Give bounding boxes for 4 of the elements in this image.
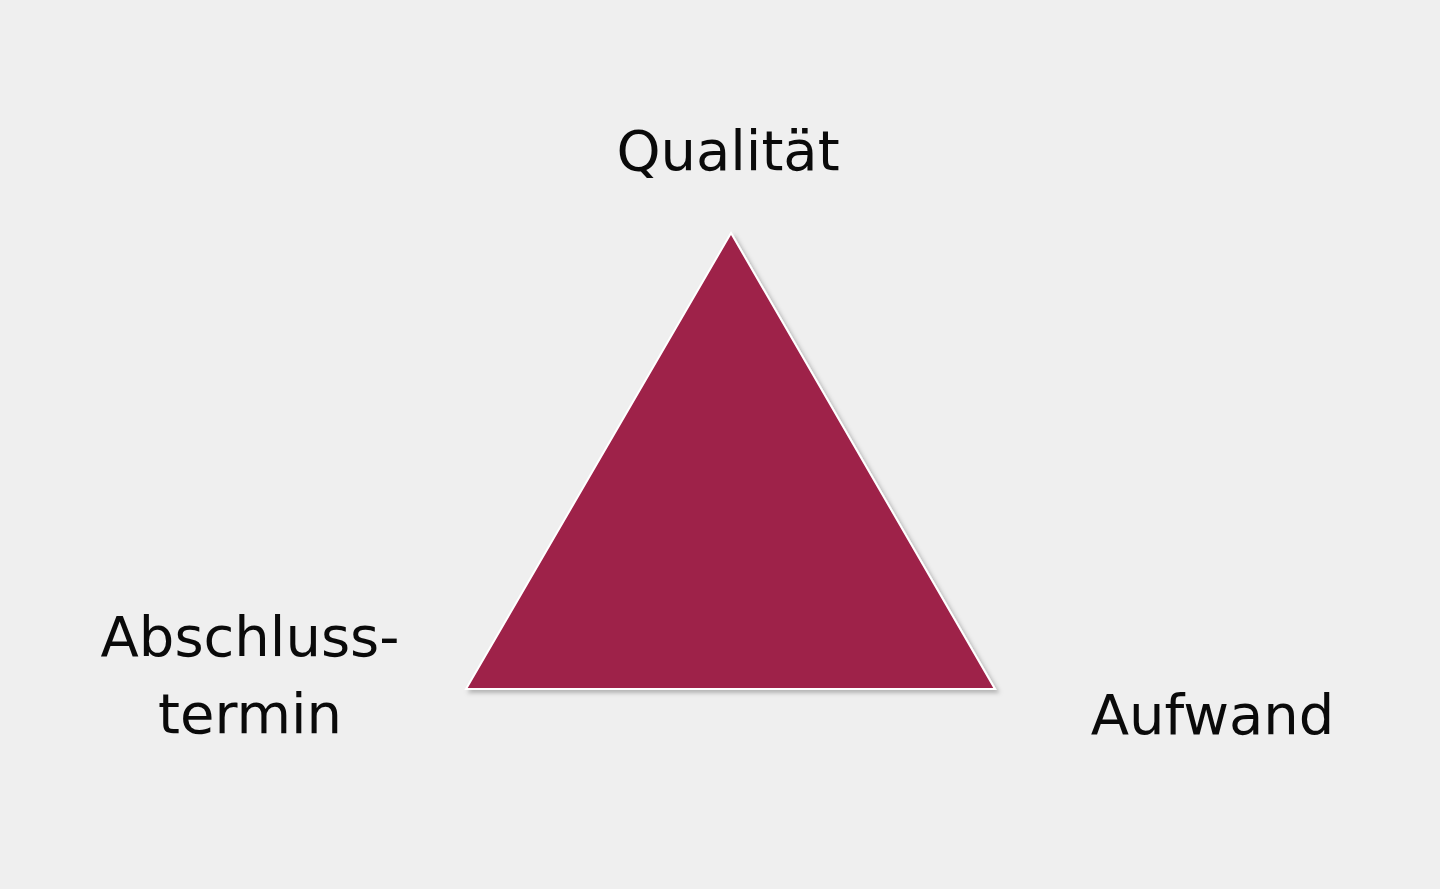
vertex-label: Qualität: [615, 117, 841, 185]
vertex-label: Abschluss- termin: [99, 603, 401, 748]
triangle-shape: [464, 231, 997, 690]
vertex-label: Aufwand: [1089, 681, 1336, 749]
